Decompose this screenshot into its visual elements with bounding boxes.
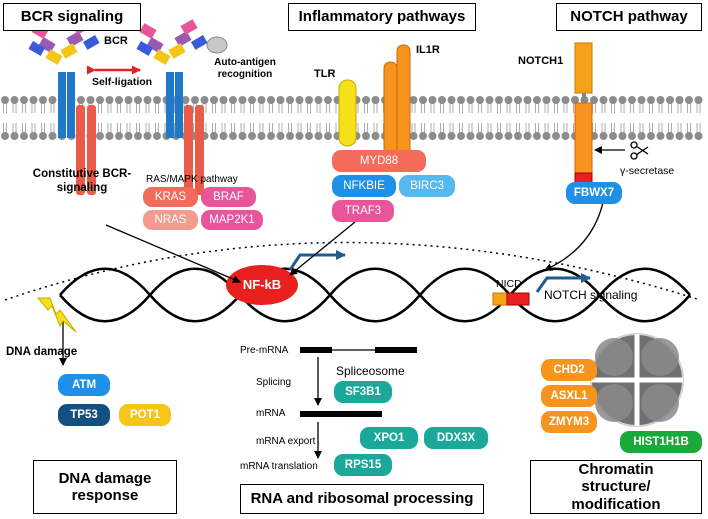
header-chromatin: Chromatin structure/ modification (530, 460, 702, 514)
gene-xpo1: XPO1 (360, 427, 418, 449)
bcr-label: BCR (104, 35, 128, 47)
gene-sf3b1: SF3B1 (334, 381, 392, 403)
dna-damage-label: DNA damage (6, 346, 78, 358)
scissors-icon (630, 141, 649, 160)
splicing-label: Splicing (256, 377, 292, 388)
dna-strand-2 (59, 267, 691, 323)
header-bcr-signaling: BCR signaling (3, 3, 141, 31)
tlr-label: TLR (314, 68, 336, 80)
bcr-receptor-right (136, 19, 228, 195)
gene-atm: ATM (58, 374, 110, 396)
gene-pot1: POT1 (119, 404, 171, 426)
pre-mrna-label: Pre-mRNA (240, 345, 289, 356)
gene-chd2: CHD2 (541, 359, 597, 381)
gene-birc3: BIRC3 (399, 175, 455, 197)
gene-ddx3x: DDX3X (424, 427, 488, 449)
dna-strand-1 (59, 267, 691, 323)
nicd-intracellular (506, 292, 530, 306)
gene-rps15: RPS15 (334, 454, 392, 476)
gene-tp53: TP53 (58, 404, 110, 426)
exon-1 (300, 347, 332, 353)
auto-antigen-icon (206, 36, 228, 54)
nicd-label: NICD (496, 278, 522, 290)
mrna-translation-label: mRNA translation (240, 461, 318, 472)
gamma-secretase-label: γ-secretase (620, 165, 675, 177)
gene-map2k1: MAP2K1 (201, 210, 263, 230)
gene-zmym3: ZMYM3 (541, 411, 597, 433)
header-rna-ribosomal: RNA and ribosomal processing (240, 484, 484, 514)
gene-asxl1: ASXL1 (541, 385, 597, 407)
notch-transcription-arrow (535, 273, 591, 293)
mrna-bar (300, 411, 382, 417)
bcr-to-nfkb-arrow (105, 224, 241, 283)
header-dna-damage-response: DNA damage response (33, 460, 177, 514)
exon-2 (375, 347, 417, 353)
constitutive-bcr-label: Constitutive BCR-signaling (32, 168, 132, 194)
self-ligation-label: Self-ligation (92, 76, 153, 88)
header-inflammatory-pathways: Inflammatory pathways (288, 3, 476, 31)
auto-antigen-label: Auto-antigen recognition (214, 57, 276, 80)
gene-hist1h1b: HIST1H1B (620, 431, 702, 453)
notch1-label: NOTCH1 (518, 55, 564, 67)
notch1-receptor (574, 42, 593, 198)
gene-fbwx7: FBWX7 (566, 182, 622, 204)
nicd-extracellular (492, 292, 508, 306)
tlr-receptor (338, 79, 357, 147)
gene-myd88: MYD88 (332, 150, 426, 172)
notch-signaling-label: NOTCH signaling (544, 288, 638, 302)
gene-braf: BRAF (201, 187, 256, 207)
ras-mapk-label: RAS/MAPK pathway (146, 174, 238, 185)
nfkb-label: NF-kB (242, 277, 282, 292)
il1r-label: IL1R (416, 44, 440, 56)
gene-nras: NRAS (143, 210, 198, 230)
gene-kras: KRAS (143, 187, 198, 207)
nuclear-envelope (4, 241, 701, 301)
nfkb-transcription-arrow (288, 250, 346, 271)
lightning-icon (36, 297, 77, 333)
gene-nfkbie: NFKBIE (332, 175, 396, 197)
header-notch-pathway: NOTCH pathway (556, 3, 702, 31)
gene-traf3: TRAF3 (332, 200, 394, 222)
nfkb-shape (226, 265, 298, 305)
mrna-export-label: mRNA export (256, 436, 316, 447)
il1r-receptor (383, 44, 411, 159)
histone-octamer-icon (590, 333, 684, 427)
spliceosome-label: Spliceosome (336, 364, 405, 378)
traf3-to-nfkb-arrow (289, 221, 356, 276)
mrna-label: mRNA (256, 408, 286, 419)
